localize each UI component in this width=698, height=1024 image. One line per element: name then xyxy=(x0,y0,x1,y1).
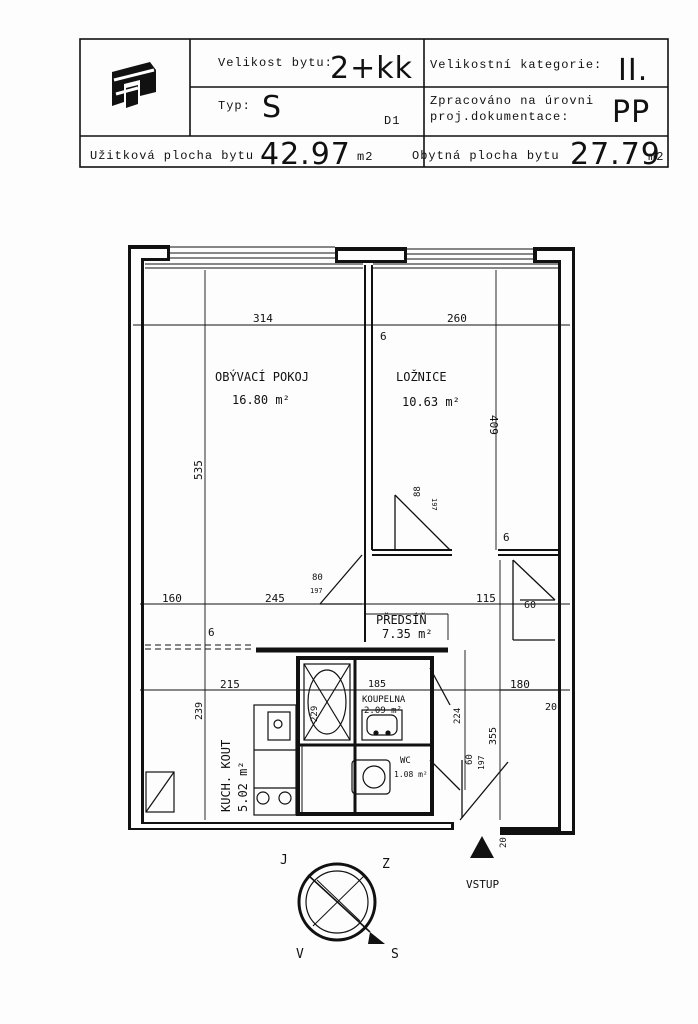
dim-20a: 20 xyxy=(545,702,557,713)
dim-314: 314 xyxy=(253,312,273,325)
toilet xyxy=(351,759,391,795)
obytna-unit: m2 xyxy=(648,150,664,164)
entrance-arrow-icon xyxy=(470,836,494,858)
dim-535: 535 xyxy=(192,460,205,480)
compass-s: S xyxy=(391,947,399,962)
dim-60: 60 xyxy=(524,600,536,611)
entrance-label: VSTUP xyxy=(466,878,499,891)
dim-88: 88 xyxy=(413,486,423,497)
header-table xyxy=(79,38,669,168)
dim-180: 180 xyxy=(510,678,530,691)
entrance-marker: VSTUP xyxy=(466,836,499,891)
windows xyxy=(145,246,558,269)
interior-walls xyxy=(256,265,558,816)
dim-245: 245 xyxy=(265,592,285,605)
compass-j: J xyxy=(280,853,288,868)
room-area-loznice: 10.63 m² xyxy=(402,395,460,409)
room-name-predsin: PŘEDSÍŇ xyxy=(376,612,427,627)
dim-355: 355 xyxy=(488,727,499,745)
velikost-label: Velikost bytu: xyxy=(218,56,333,70)
room-name-wc: WC xyxy=(400,756,411,766)
dim-229: 229 xyxy=(310,706,320,722)
dim-115: 115 xyxy=(476,592,496,605)
dim-20b: 20 xyxy=(499,837,509,848)
uzitkova-value: 42.97 xyxy=(260,137,351,172)
uzitkova-unit: m2 xyxy=(357,150,373,164)
room-area-koupelna: 2.09 m² xyxy=(364,706,402,716)
doors xyxy=(319,494,556,821)
zpracovano-label-2: proj.dokumentace: xyxy=(430,110,569,124)
bathtub xyxy=(303,663,351,741)
zpracovano-value: PP xyxy=(612,95,650,130)
dim-80: 80 xyxy=(312,573,323,583)
company-logo xyxy=(112,62,156,108)
room-area-wc: 1.08 m² xyxy=(394,770,428,779)
typ-code: D1 xyxy=(384,114,400,128)
dim-239: 239 xyxy=(194,702,205,720)
room-name-loznice: LOŽNICE xyxy=(396,369,447,384)
dim-60b: 60 xyxy=(465,754,475,765)
room-area-predsin: 7.35 m² xyxy=(382,627,433,641)
room-name-obyvaci: OBÝVACÍ POKOJ xyxy=(215,369,309,384)
ventilation-shaft xyxy=(145,771,175,813)
dim-260: 260 xyxy=(447,312,467,325)
kitchen-counter xyxy=(253,704,297,816)
zpracovano-label-1: Zpracováno na úrovni xyxy=(430,94,594,108)
dim-185: 185 xyxy=(368,679,386,690)
room-name-koupelna: KOUPELNA xyxy=(362,695,406,705)
typ-label: Typ: xyxy=(218,99,251,113)
typ-value: S xyxy=(262,90,282,125)
dimension-lines xyxy=(133,270,570,820)
compass-icon xyxy=(297,862,385,944)
obytna-label: Obytná plocha bytu xyxy=(412,149,560,163)
room-name-kuch: KUCH. KOUT xyxy=(219,740,233,812)
dim-215: 215 xyxy=(220,678,240,691)
room-area-obyvaci: 16.80 m² xyxy=(232,393,290,407)
uzitkova-label: Užitková plocha bytu xyxy=(90,149,254,163)
dim-197c: 197 xyxy=(477,755,486,770)
dim-6a: 6 xyxy=(380,330,387,343)
dim-224: 224 xyxy=(453,708,463,724)
sink xyxy=(361,709,403,741)
dim-409: 409 xyxy=(487,415,500,435)
compass-v: V xyxy=(296,947,304,962)
outer-wall-hollow xyxy=(131,249,572,831)
dim-6c: 6 xyxy=(208,626,215,639)
kategorie-label: Velikostní kategorie: xyxy=(430,58,602,72)
dim-197b: 197 xyxy=(310,587,323,595)
compass-z: Z xyxy=(382,857,390,872)
dim-6b: 6 xyxy=(503,531,510,544)
kategorie-value: II. xyxy=(618,53,648,88)
room-area-kuch: 5.02 m² xyxy=(236,761,250,812)
dim-160: 160 xyxy=(162,592,182,605)
obytna-value: 27.79 xyxy=(570,137,661,172)
velikost-value: 2+kk xyxy=(330,51,413,86)
dim-197a: 197 xyxy=(430,498,438,511)
